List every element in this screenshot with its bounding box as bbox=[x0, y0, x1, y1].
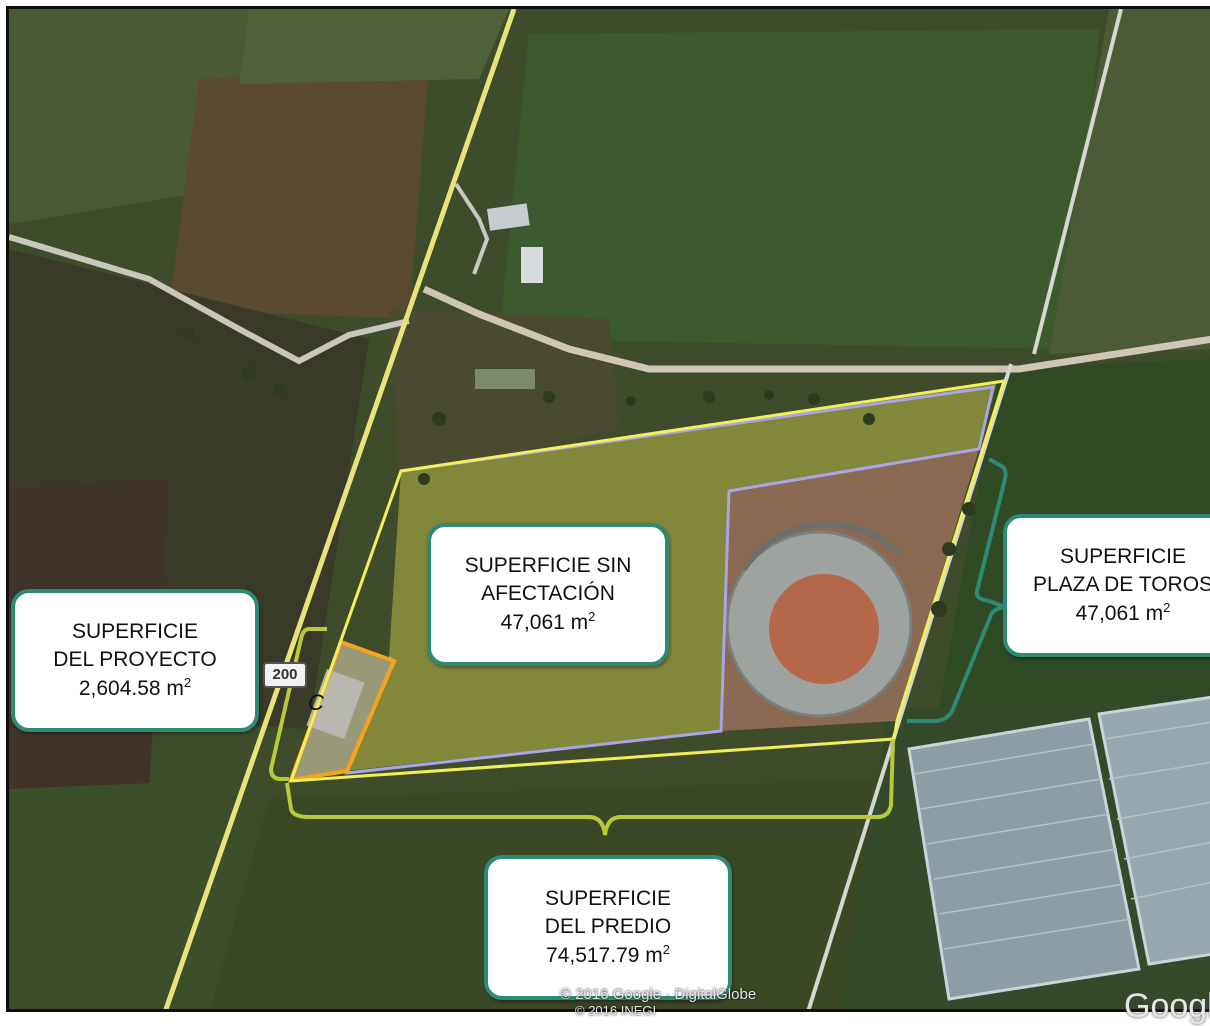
route-200-shield: 200 bbox=[263, 662, 307, 688]
callout-sin-value-line: 47,061 m2 bbox=[501, 608, 596, 637]
callout-plaza-value-line: 47,061 m2 bbox=[1076, 599, 1171, 628]
callout-superficie-proyecto: SUPERFICIE DEL PROYECTO 2,604.58 m2 bbox=[11, 589, 259, 732]
greenhouse-2 bbox=[1097, 695, 1210, 966]
dirt-road-west bbox=[9, 234, 410, 365]
field-north-large bbox=[499, 29, 1099, 349]
farm-building-1 bbox=[487, 203, 530, 231]
callout-proyecto-value-line: 2,604.58 m2 bbox=[79, 674, 191, 703]
farm-track bbox=[454, 182, 490, 275]
proyecto-building bbox=[306, 669, 365, 740]
callout-sin-exp: 2 bbox=[588, 608, 596, 624]
bracket-proyecto bbox=[268, 627, 327, 781]
callout-plaza-exp: 2 bbox=[1163, 599, 1171, 615]
field-southwest bbox=[9, 779, 249, 1009]
callout-plaza-line2: PLAZA DE TOROS bbox=[1032, 573, 1210, 597]
callout-sin-value: 47,061 m bbox=[500, 610, 589, 634]
field-north-strip bbox=[239, 9, 509, 84]
callout-predio-line2: DEL PREDIO bbox=[544, 915, 672, 939]
farm-building-3 bbox=[475, 369, 535, 389]
farm-building-2 bbox=[521, 247, 543, 283]
outline-predio bbox=[288, 379, 1007, 783]
callout-superficie-sin-afectacion: SUPERFICIE SIN AFECTACIÓN 47,061 m2 bbox=[427, 523, 669, 666]
map-attribution: © 2016 Google · DigitalGlobe bbox=[560, 986, 757, 1003]
callout-predio-exp: 2 bbox=[662, 941, 670, 957]
bracket-predio bbox=[285, 738, 895, 836]
satellite-map[interactable]: 200 bbox=[6, 6, 1210, 1012]
callout-sin-line2: AFECTACIÓN bbox=[481, 582, 615, 606]
callout-predio-value-line: 74,517.79 m2 bbox=[546, 941, 670, 970]
field-northeast bbox=[1049, 9, 1210, 354]
callout-predio-line1: SUPERFICIE bbox=[544, 887, 672, 911]
greenhouse-1 bbox=[907, 717, 1141, 1001]
callout-proyecto-line2: DEL PROYECTO bbox=[53, 648, 217, 672]
point-label-c: C bbox=[308, 690, 324, 715]
road-east-south bbox=[806, 363, 1013, 1009]
callout-predio-value: 74,517.79 m bbox=[546, 943, 663, 967]
callout-proyecto-exp: 2 bbox=[183, 674, 192, 690]
provider-logo: Google bbox=[1124, 987, 1210, 1025]
bullring-arena bbox=[769, 574, 879, 684]
area-sin-afectacion-fill bbox=[345, 381, 997, 771]
dirt-road-north bbox=[422, 285, 1210, 373]
bracket-plaza bbox=[907, 457, 1013, 723]
road-east bbox=[1032, 9, 1123, 355]
callout-proyecto-value: 2,604.58 m bbox=[78, 676, 184, 700]
callout-superficie-predio: SUPERFICIE DEL PREDIO 74,517.79 m2 bbox=[484, 855, 732, 1000]
callout-proyecto-line1: SUPERFICIE bbox=[71, 620, 199, 644]
field-north-brown bbox=[169, 69, 429, 319]
callout-sin-line1: SUPERFICIE SIN bbox=[464, 554, 632, 578]
field-northwest-patch bbox=[389, 309, 619, 479]
callout-plaza-value: 47,061 m bbox=[1075, 601, 1164, 625]
map-attribution-inegi: © 2016 INEGI bbox=[575, 1003, 657, 1018]
callout-superficie-plaza-toros: SUPERFICIE PLAZA DE TOROS 47,061 m2 bbox=[1003, 514, 1210, 657]
callout-plaza-line1: SUPERFICIE bbox=[1059, 545, 1187, 569]
bullring-shade bbox=[741, 520, 902, 571]
highway-200 bbox=[163, 9, 517, 1009]
